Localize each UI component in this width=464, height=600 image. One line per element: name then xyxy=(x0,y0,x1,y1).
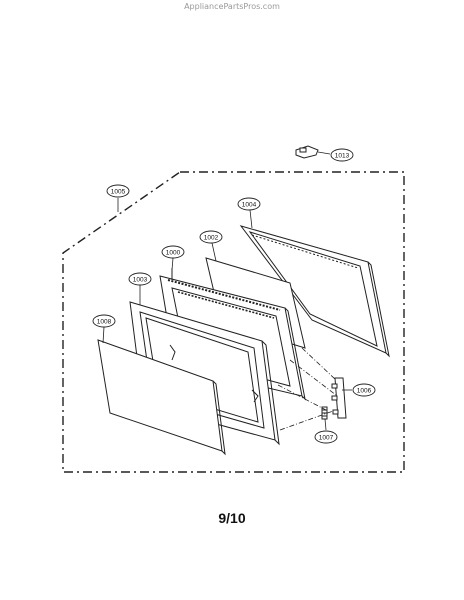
label-1005: 1005 xyxy=(111,188,126,195)
callout-1004 xyxy=(237,197,261,211)
callout-1003 xyxy=(128,272,152,286)
part-1008-door-panel xyxy=(97,339,226,456)
callout-1007 xyxy=(314,430,338,444)
leader-lines xyxy=(102,151,352,431)
label-1013: 1013 xyxy=(335,152,350,159)
label-1006: 1006 xyxy=(357,387,372,394)
callout-1008 xyxy=(92,314,116,328)
label-1000: 1000 xyxy=(166,249,181,256)
part-1006-latch xyxy=(331,377,347,419)
assembly-boundary xyxy=(62,171,405,473)
label-1007: 1007 xyxy=(319,434,334,441)
label-1002: 1002 xyxy=(204,234,219,241)
label-1003: 1003 xyxy=(133,276,148,283)
callout-1006 xyxy=(352,383,376,397)
label-1008: 1008 xyxy=(97,318,112,325)
watermark: AppliancePartsPros.com xyxy=(184,2,280,11)
callouts xyxy=(92,148,376,444)
callout-1002 xyxy=(199,230,223,244)
callout-1005 xyxy=(106,184,130,198)
part-1007-spring xyxy=(321,406,328,420)
assembly-guide-lines xyxy=(277,347,337,431)
callout-labels: 1005 1004 1002 1000 1003 1008 1006 1007 … xyxy=(97,152,372,441)
callout-1013 xyxy=(330,148,354,162)
part-1004-frame xyxy=(239,225,390,358)
part-1013-hinge xyxy=(295,145,319,159)
label-1004: 1004 xyxy=(242,201,257,208)
page-number: 9/10 xyxy=(218,510,246,526)
callout-1000 xyxy=(161,245,185,259)
